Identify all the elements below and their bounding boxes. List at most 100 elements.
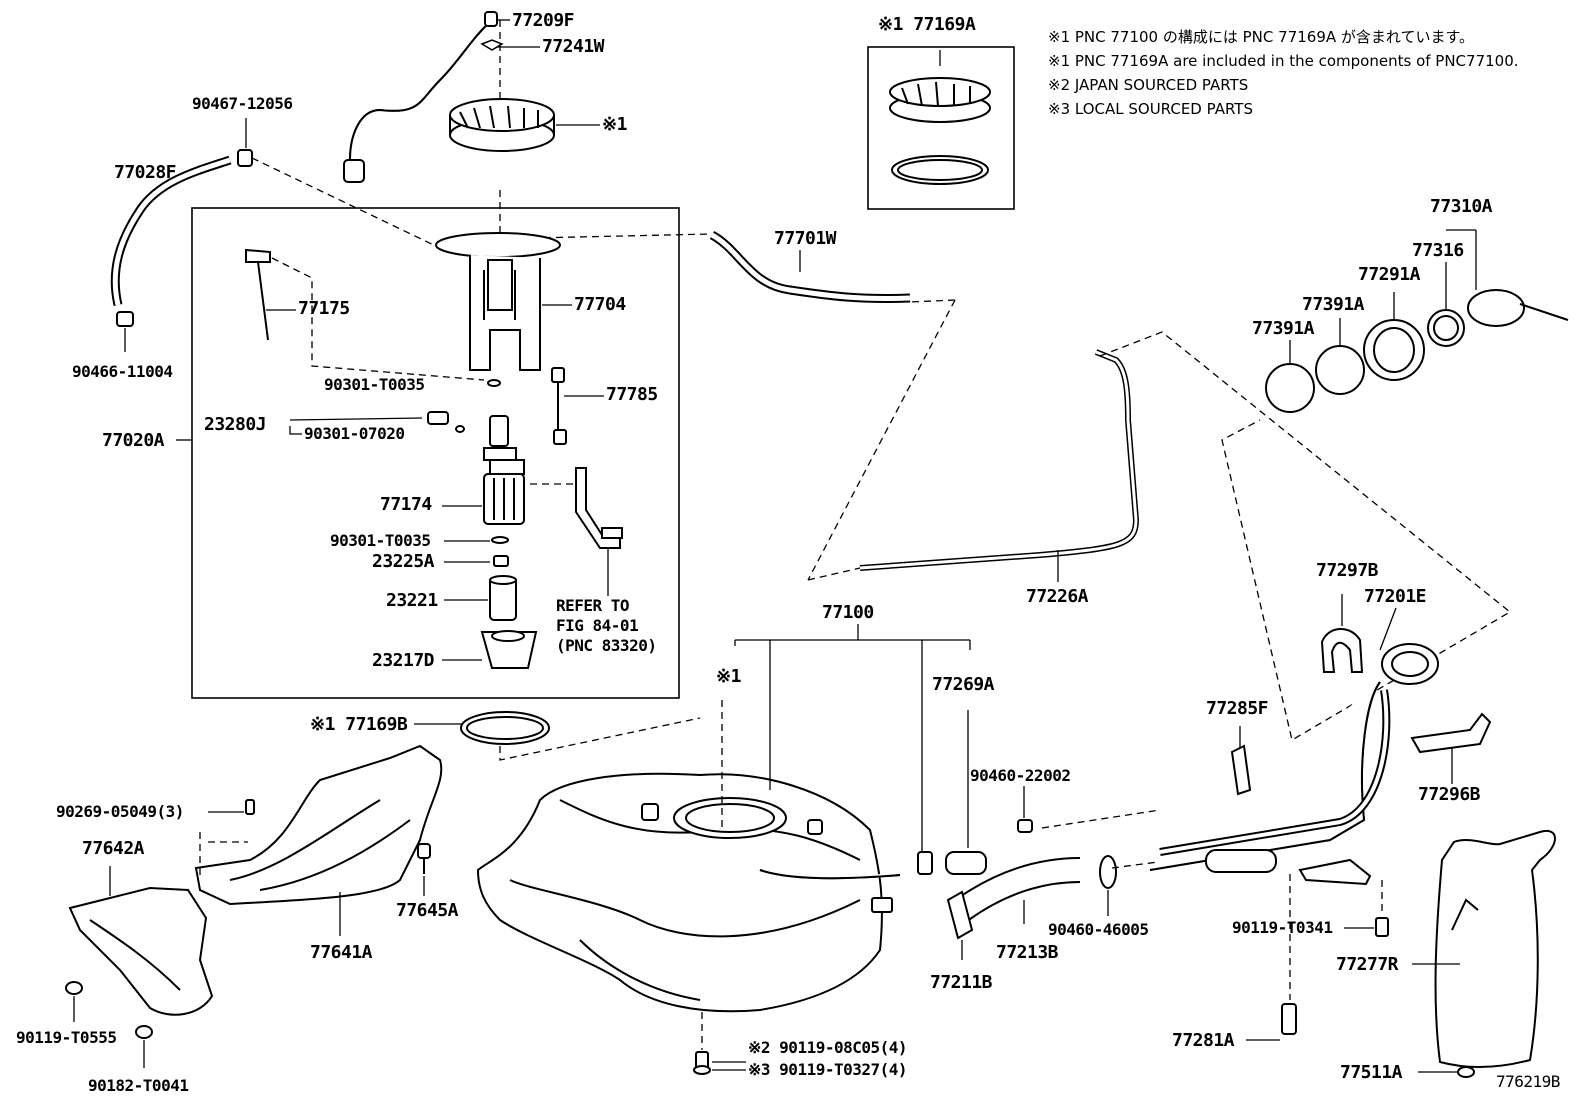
clip-77285F	[1230, 744, 1252, 796]
protector-77277R	[1434, 829, 1556, 1069]
label-77704: 77704	[574, 294, 626, 315]
label-90460-46005: 90460-46005	[1048, 920, 1149, 939]
part-77511A	[1457, 1066, 1475, 1078]
label-77269A: 77269A	[932, 674, 995, 695]
label-bolt-japan: ※2 90119-08C05(4)	[748, 1038, 908, 1057]
oring-90301-T0035-b	[491, 536, 509, 544]
filler-hose-77213B	[954, 857, 1081, 921]
label-77209F: 77209F	[512, 10, 575, 31]
label-77100: 77100	[822, 602, 874, 623]
gasket-inset-frame	[867, 46, 1015, 210]
inset-ring-77169A	[889, 77, 991, 185]
pump-module-77174	[483, 415, 525, 525]
clamp-90460-22002	[1017, 819, 1033, 833]
label-77641A: 77641A	[310, 942, 373, 963]
label-77285F: 77285F	[1206, 698, 1269, 719]
clamp-90466	[116, 311, 134, 327]
part-77281A	[1281, 1003, 1297, 1035]
pump-bracket-77704	[435, 232, 561, 371]
note-1-jp: ※1 PNC 77100 の構成には PNC 77169A が含まれています。	[1048, 28, 1474, 46]
sender-rod-77175	[245, 248, 271, 341]
label-77316: 77316	[1412, 240, 1464, 261]
clamp-90467	[237, 149, 253, 167]
hose-connector	[1205, 849, 1277, 873]
nut-90182-T0041	[135, 1025, 153, 1039]
label-90301-T0035-a: 90301-T0035	[324, 375, 425, 394]
label-77391A-a: 77391A	[1302, 294, 1365, 315]
note-1-en: ※1 PNC 77169A are included in the compon…	[1048, 52, 1519, 70]
label-m1-ring: ※1	[602, 114, 627, 135]
cap-parts	[1265, 289, 1569, 413]
label-90460-22002: 90460-22002	[970, 766, 1071, 785]
label-90269-05049: 90269-05049(3)	[56, 802, 184, 821]
clip-77645A	[417, 843, 431, 874]
vent-hose-77209F	[343, 11, 498, 183]
cover-77641A	[194, 744, 443, 906]
label-m1-tank: ※1	[716, 666, 741, 687]
label-77213B: 77213B	[996, 942, 1059, 963]
label-77020A: 77020A	[102, 430, 165, 451]
clamp-90460-46005	[1099, 855, 1117, 889]
breather-tube	[1159, 689, 1391, 856]
vent-tube-77226A	[859, 349, 1140, 571]
label-77297B: 77297B	[1316, 560, 1379, 581]
label-90467-12056: 90467-12056	[192, 94, 293, 113]
label-77785: 77785	[606, 384, 658, 405]
label-90301-T0035-b: 90301-T0035	[330, 531, 431, 550]
label-refer-3: (PNC 83320)	[556, 636, 657, 655]
pipe-bracket	[1298, 858, 1372, 886]
tank-bolt	[693, 1051, 711, 1075]
cushion-23225A	[493, 555, 509, 567]
label-77175: 77175	[298, 298, 350, 319]
label-77511A: 77511A	[1340, 1062, 1403, 1083]
label-77281A: 77281A	[1172, 1030, 1235, 1051]
label-23217D: 23217D	[372, 650, 435, 671]
label-77241W: 77241W	[542, 36, 605, 57]
oring-90301-T0035-a	[487, 379, 501, 387]
label-90182-T0041: 90182-T0041	[88, 1076, 189, 1095]
label-23225A: 23225A	[372, 551, 435, 572]
fuel-sender-bracket	[575, 467, 623, 549]
cover-77642A	[68, 886, 214, 1016]
label-77226A: 77226A	[1026, 586, 1089, 607]
label-77291A: 77291A	[1358, 264, 1421, 285]
regulator-23280J	[427, 411, 465, 433]
label-77296B: 77296B	[1418, 784, 1481, 805]
label-refer-1: REFER TO	[556, 596, 630, 615]
filler-pipe-77201E	[1149, 643, 1439, 871]
label-23280J: 23280J	[204, 414, 267, 435]
note-2: ※2 JAPAN SOURCED PARTS	[1048, 76, 1249, 94]
label-77201E: 77201E	[1364, 586, 1427, 607]
pump-assembly-frame	[191, 207, 680, 699]
label-77391A-b: 77391A	[1252, 318, 1315, 339]
locking-ring-top	[449, 98, 555, 152]
label-77645A: 77645A	[396, 900, 459, 921]
label-77211B: 77211B	[930, 972, 993, 993]
label-77169B: ※1 77169B	[310, 714, 408, 735]
bracket-77296B	[1410, 712, 1492, 754]
nut-90119-T0555	[65, 981, 83, 995]
hose-clip-77269A	[917, 851, 987, 875]
bolt-90119-T0341	[1375, 917, 1389, 937]
label-90301-07020: 90301-07020	[304, 424, 405, 443]
label-77310A: 77310A	[1430, 196, 1493, 217]
label-77277R: 77277R	[1336, 954, 1399, 975]
label-23221: 23221	[386, 590, 438, 611]
clip-77211B	[946, 890, 974, 940]
label-77701W: 77701W	[774, 228, 837, 249]
label-bolt-local: ※3 90119-T0327(4)	[748, 1060, 908, 1079]
gasket-77169B	[460, 711, 550, 745]
fuel-pump-23221	[489, 575, 517, 621]
screw-90269	[245, 799, 255, 815]
label-77169A: ※1 77169A	[878, 14, 976, 35]
label-90466-11004: 90466-11004	[72, 362, 173, 381]
hose-77701W	[709, 231, 911, 304]
note-3: ※3 LOCAL SOURCED PARTS	[1048, 100, 1253, 118]
label-90119-T0341: 90119-T0341	[1232, 918, 1333, 937]
label-refer-2: FIG 84-01	[556, 616, 639, 635]
label-77174: 77174	[380, 494, 432, 515]
label-77642A: 77642A	[82, 838, 145, 859]
label-77028F: 77028F	[114, 162, 177, 183]
